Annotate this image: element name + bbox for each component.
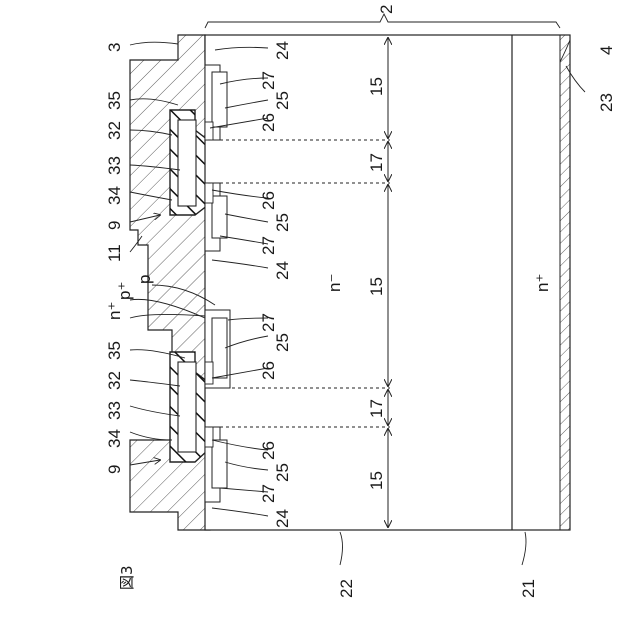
label-27-d: 27: [259, 484, 278, 503]
label-35-lower: 35: [105, 341, 124, 360]
label-9-lower: 9: [105, 465, 124, 474]
dimension-15-bot: 15: [367, 471, 386, 490]
label-27-a: 27: [259, 71, 278, 90]
dimension-15-mid: 15: [367, 277, 386, 296]
label-23: 23: [597, 93, 616, 112]
label-3: 3: [105, 43, 124, 52]
label-25-d: 25: [273, 463, 292, 482]
drain-electrode-23: [560, 35, 570, 530]
label-p: p: [135, 275, 154, 284]
label-26-c: 26: [259, 361, 278, 380]
gate-electrode-33-lower: [178, 362, 196, 452]
label-27-c: 27: [259, 313, 278, 332]
label-22: 22: [337, 579, 356, 598]
label-26-b: 26: [259, 191, 278, 210]
label-11: 11: [105, 244, 124, 262]
label-34-upper: 34: [105, 186, 124, 205]
label-24-b: 24: [273, 261, 292, 280]
label-nminus-drift: n⁻: [325, 274, 344, 292]
label-pplus: p⁺: [115, 282, 134, 300]
label-32-upper: 32: [105, 121, 124, 140]
label-24-a: 24: [273, 41, 292, 60]
dimension-15-top: 15: [367, 77, 386, 96]
label-27-b: 27: [259, 236, 278, 255]
label-35-upper: 35: [105, 91, 124, 110]
label-25-a: 25: [273, 91, 292, 110]
label-26-a: 26: [259, 113, 278, 132]
label-26-d: 26: [259, 441, 278, 460]
label-nplus-substrate: n⁺: [533, 274, 552, 292]
label-33-upper: 33: [105, 156, 124, 175]
label-21: 21: [519, 579, 538, 598]
brace-2: [205, 14, 560, 28]
gate-electrode-33-upper: [178, 120, 196, 206]
figure-label: 図3: [118, 565, 136, 590]
label-25-c: 25: [273, 333, 292, 352]
label-24-c: 24: [273, 509, 292, 528]
dimension-17-top: 17: [367, 153, 386, 172]
label-32-lower: 32: [105, 371, 124, 390]
dimension-17-bot: 17: [367, 399, 386, 418]
label-25-b: 25: [273, 213, 292, 232]
device-cell-3: [205, 310, 230, 388]
label-4: 4: [597, 46, 616, 55]
label-33-lower: 33: [105, 401, 124, 420]
label-9-upper: 9: [105, 221, 124, 230]
label-nplus-top: n⁺: [105, 302, 124, 320]
label-2: 2: [377, 5, 396, 14]
label-34-lower: 34: [105, 429, 124, 448]
